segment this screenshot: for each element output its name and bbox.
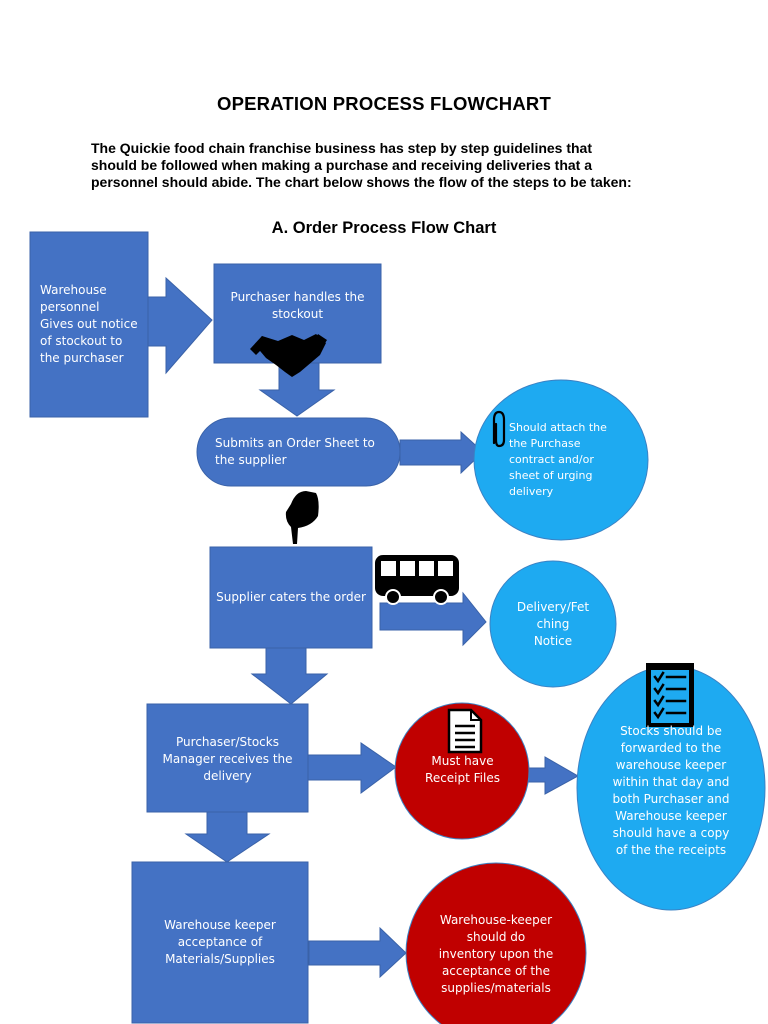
intro-line: The Quickie food chain franchise busines…: [91, 140, 593, 156]
box-warehouse-acceptance: [131, 861, 309, 1024]
pointing-hand-icon: [285, 491, 319, 544]
circle-delivery-notice: [489, 560, 617, 688]
page-title: OPERATION PROCESS FLOWCHART: [217, 93, 551, 114]
circle-inventory: [405, 862, 587, 1024]
arrow-order-to-attach: [399, 430, 484, 475]
inventory-label: Warehouse-keeper should do inventory upo…: [438, 912, 554, 995]
arrow-warehouse-to-purchaser: [139, 276, 213, 375]
warehouse-notice-label: Warehouse personnel Gives out notice of …: [40, 283, 138, 365]
warehouse-acceptance-label: Warehouse keeper acceptance of Materials…: [164, 917, 276, 966]
circle-receipt-files: [394, 702, 530, 840]
delivery-notice-label: Delivery/Fet ching Notice: [516, 599, 590, 648]
supplier-caters-label: Supplier caters the order: [216, 590, 366, 604]
receives-delivery-label: Purchaser/Stocks Manager receives the de…: [162, 734, 293, 783]
checklist-icon: [646, 663, 694, 727]
box-supplier-caters: [209, 546, 373, 649]
arrow-supplier-to-receives: [250, 647, 329, 705]
box-submit-order: [196, 417, 401, 487]
intro-paragraph: The Quickie food chain franchise busines…: [91, 140, 731, 191]
arrow-receives-to-acceptance: [184, 811, 271, 863]
paperclip-icon: [492, 410, 506, 448]
bus-icon: [375, 555, 459, 605]
box-warehouse-notice: [29, 231, 149, 418]
attach-contract-label: Should attach the the Purchase contract …: [509, 421, 607, 498]
box-receives-delivery: [146, 703, 309, 813]
document-icon: [447, 708, 483, 754]
arrow-purchaser-to-order: [258, 361, 336, 417]
section-heading: A. Order Process Flow Chart: [271, 219, 497, 237]
handshake-icon: [250, 334, 327, 377]
arrow-receives-to-receipt: [306, 742, 397, 794]
intro-line: should be followed when making a purchas…: [91, 157, 593, 173]
intro-line: personnel should abide. The chart below …: [91, 174, 632, 190]
submit-order-label: Submits an Order Sheet to the supplier: [215, 436, 375, 467]
arrow-acceptance-to-inventory: [308, 926, 407, 979]
circle-attach-contract: [473, 379, 649, 541]
receipt-files-label: Must have Receipt Files: [425, 754, 500, 785]
arrow-supplier-to-delivery-notice: [379, 591, 487, 647]
forward-stocks-label: Stocks should be forwarded to the wareho…: [612, 724, 730, 857]
purchaser-handles-label: Purchaser handles the stockout: [230, 290, 365, 321]
